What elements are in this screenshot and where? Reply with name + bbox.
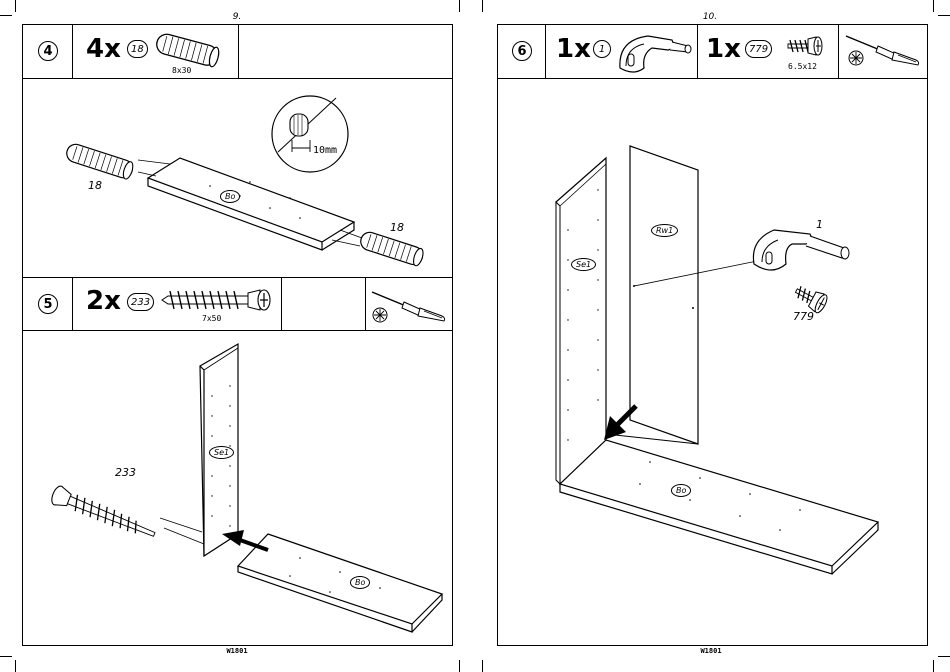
step6-quantity-b: 1x bbox=[706, 36, 741, 62]
screw-icon bbox=[786, 34, 826, 58]
step6-panel-label-side: Se1 bbox=[571, 258, 596, 271]
crop-mark bbox=[459, 660, 460, 672]
step4-callout-right: 18 bbox=[390, 221, 404, 234]
step6-header-separator bbox=[545, 24, 546, 78]
step5-part-number: 233 bbox=[127, 293, 154, 311]
step6-quantity-a: 1x bbox=[556, 36, 591, 62]
step6-part-b: 779 bbox=[745, 40, 772, 58]
page-number: 10. bbox=[703, 12, 717, 22]
step6-panel-label-back: Rw1 bbox=[651, 224, 678, 237]
step4-quantity: 4x bbox=[86, 36, 121, 62]
step6-dimension-b: 6.5x12 bbox=[788, 62, 817, 71]
step5-panel-label-side: Se1 bbox=[209, 446, 234, 459]
step6-header-divider bbox=[497, 78, 928, 79]
step5-illustration bbox=[40, 336, 450, 641]
step4-part-number: 18 bbox=[127, 40, 148, 58]
step6-header-separator bbox=[838, 24, 839, 78]
screw-icon bbox=[160, 287, 272, 313]
dowel-icon bbox=[150, 34, 230, 68]
crop-mark bbox=[15, 660, 16, 672]
step5-callout: 233 bbox=[115, 466, 136, 479]
phillips-head-icon bbox=[846, 48, 866, 68]
connector-icon bbox=[614, 30, 694, 76]
crop-mark bbox=[459, 0, 460, 12]
page-number: 9. bbox=[233, 12, 242, 22]
crop-mark bbox=[938, 656, 950, 657]
step5-header-separator bbox=[72, 277, 73, 330]
crop-mark bbox=[0, 15, 12, 16]
crop-mark bbox=[482, 660, 483, 672]
footer-code: W1801 bbox=[700, 647, 721, 655]
step5-header-separator bbox=[365, 277, 366, 330]
phillips-head-icon bbox=[370, 305, 390, 325]
footer-code: W1801 bbox=[226, 647, 247, 655]
step4-header-separator bbox=[238, 24, 239, 78]
step5-header-top bbox=[22, 277, 453, 278]
step5-header-divider bbox=[22, 330, 453, 331]
crop-mark bbox=[933, 0, 934, 12]
step6-number: 6 bbox=[512, 41, 532, 61]
step6-part-a: 1 bbox=[593, 40, 611, 58]
step6-header-separator bbox=[697, 24, 698, 78]
crop-mark bbox=[0, 656, 12, 657]
step5-dimension: 7x50 bbox=[202, 314, 221, 323]
step6-callout-connector: 1 bbox=[816, 218, 823, 231]
crop-mark bbox=[482, 0, 483, 12]
step4-callout-left: 18 bbox=[88, 179, 102, 192]
step4-header-divider bbox=[22, 78, 453, 79]
step5-header-separator bbox=[281, 277, 282, 330]
crop-mark bbox=[15, 0, 16, 12]
step5-number: 5 bbox=[38, 294, 58, 314]
step4-detail-measure: 10mm bbox=[313, 145, 337, 156]
step4-number: 4 bbox=[38, 41, 58, 61]
step5-quantity: 2x bbox=[86, 288, 121, 314]
crop-mark bbox=[938, 15, 950, 16]
step6-illustration bbox=[500, 90, 920, 590]
step4-dimension: 8x30 bbox=[172, 66, 191, 75]
crop-mark bbox=[933, 660, 934, 672]
step4-header-separator bbox=[72, 24, 73, 78]
step6-callout-screw: 779 bbox=[793, 310, 814, 323]
